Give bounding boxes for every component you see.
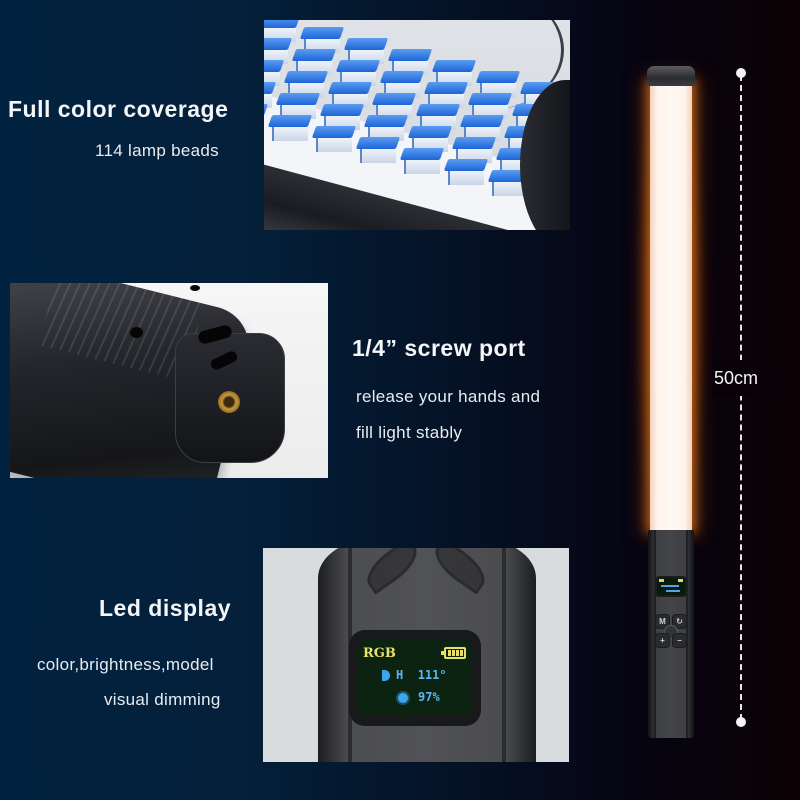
mini-display	[655, 576, 687, 597]
led-bead	[311, 126, 357, 152]
light-top-cap	[647, 66, 695, 86]
led-bead	[267, 115, 313, 141]
oled-screen: RGB H 111° 97%	[358, 640, 472, 716]
feature-desc-line-1: release your hands and	[356, 387, 541, 406]
hue-row: H 111°	[382, 668, 447, 682]
led-bead	[487, 170, 533, 196]
dimension-endpoint-top	[736, 68, 746, 78]
feature-title-screw-port: 1/4” screw port	[352, 335, 526, 361]
light-handle: M ↻ + −	[648, 530, 694, 738]
feature-desc-lamp-beads: 114 lamp beads	[95, 141, 219, 160]
mode-label: RGB	[363, 646, 396, 661]
led-beads-image	[264, 20, 570, 230]
oled-bezel: RGB H 111° 97%	[349, 630, 481, 726]
minus-button[interactable]: −	[672, 633, 687, 648]
led-bead	[264, 82, 277, 108]
length-dimension-line	[740, 75, 742, 720]
hue-label: H	[396, 668, 404, 682]
leaf-ornament	[427, 548, 493, 595]
vent-hole	[190, 285, 200, 291]
feature-desc-line-2: visual dimming	[104, 690, 221, 709]
rail	[502, 548, 506, 762]
length-label: 50cm	[714, 368, 759, 388]
battery-icon	[441, 647, 466, 659]
hue-icon	[382, 670, 390, 681]
light-tube	[650, 82, 692, 530]
quarter-inch-screw-insert	[218, 391, 240, 413]
screw-port-image	[10, 283, 328, 478]
feature-desc-line-1: color,brightness,model	[37, 655, 214, 674]
plus-button[interactable]: +	[655, 633, 670, 648]
brightness-value: 97%	[418, 690, 440, 704]
hue-value: 111°	[417, 668, 447, 682]
dimension-endpoint-bottom	[736, 717, 746, 727]
feature-title-color-coverage: Full color coverage	[8, 96, 229, 122]
led-bead	[443, 159, 489, 185]
leaf-ornament	[359, 548, 425, 595]
led-bead	[399, 148, 445, 174]
feature-desc-line-2: fill light stably	[356, 423, 463, 442]
cycle-button[interactable]: ↻	[672, 614, 687, 629]
vent-hole	[130, 327, 143, 338]
led-bead	[355, 137, 401, 163]
brightness-row: 97%	[398, 690, 440, 704]
brightness-sun-icon	[398, 692, 408, 703]
rail	[686, 530, 688, 738]
label-backdrop	[712, 360, 772, 396]
oled-display-image: RGB H 111° 97%	[263, 548, 569, 762]
led-bead	[264, 104, 269, 130]
feature-title-led-display: Led display	[99, 595, 232, 621]
